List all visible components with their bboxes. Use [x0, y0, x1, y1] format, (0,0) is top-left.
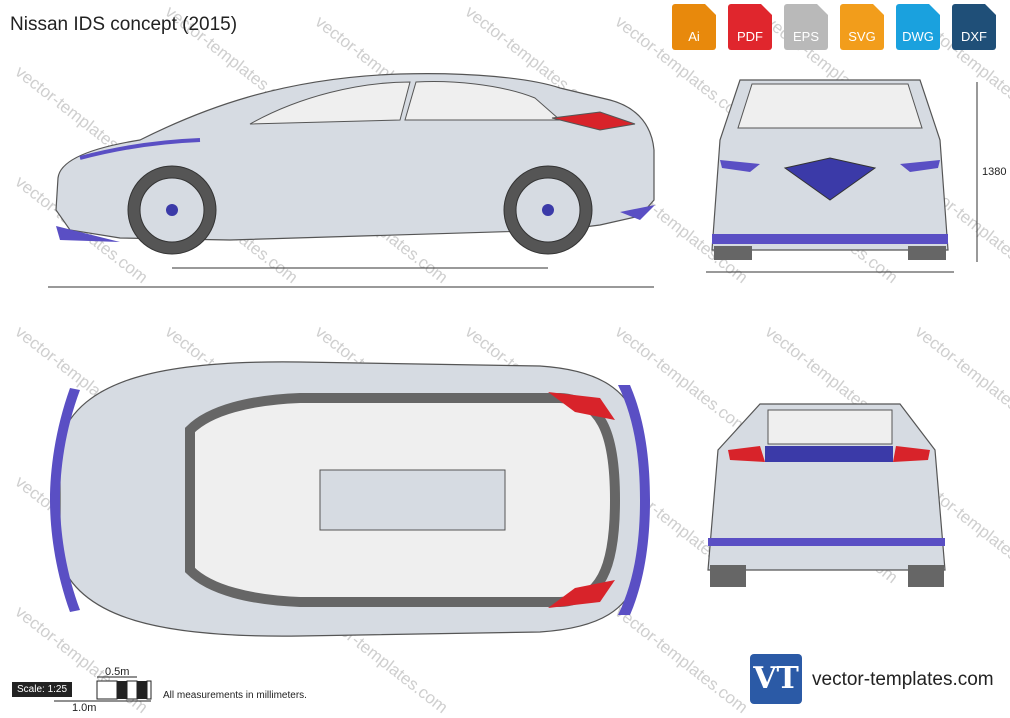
front-view [706, 79, 978, 273]
eps-format-icon[interactable]: EPS [784, 4, 828, 50]
dwg-format-icon[interactable]: DWG [896, 4, 940, 50]
ai-format-icon[interactable]: Ai [672, 4, 716, 50]
vt-logo-icon[interactable]: VT [750, 654, 802, 704]
page-title: Nissan IDS concept (2015) [10, 14, 238, 35]
measurement-note: All measurements in millimeters. [163, 690, 307, 701]
top-view [50, 361, 650, 637]
scale-label: Scale: 1:25 [12, 682, 73, 697]
side-view [48, 73, 655, 288]
scale-bar [54, 676, 152, 702]
height-dimension: 1380 [982, 166, 1007, 178]
scale-half-meter: 0.5m [105, 666, 130, 678]
site-link[interactable]: vector-templates.com [812, 669, 994, 690]
svg-format-icon[interactable]: SVG [840, 4, 884, 50]
rear-view [707, 403, 946, 587]
pdf-format-icon[interactable]: PDF [728, 4, 772, 50]
format-badges: Ai PDF EPS SVG DWG DXF [672, 4, 996, 50]
scale-one-meter: 1.0m [72, 702, 97, 714]
dxf-format-icon[interactable]: DXF [952, 4, 996, 50]
